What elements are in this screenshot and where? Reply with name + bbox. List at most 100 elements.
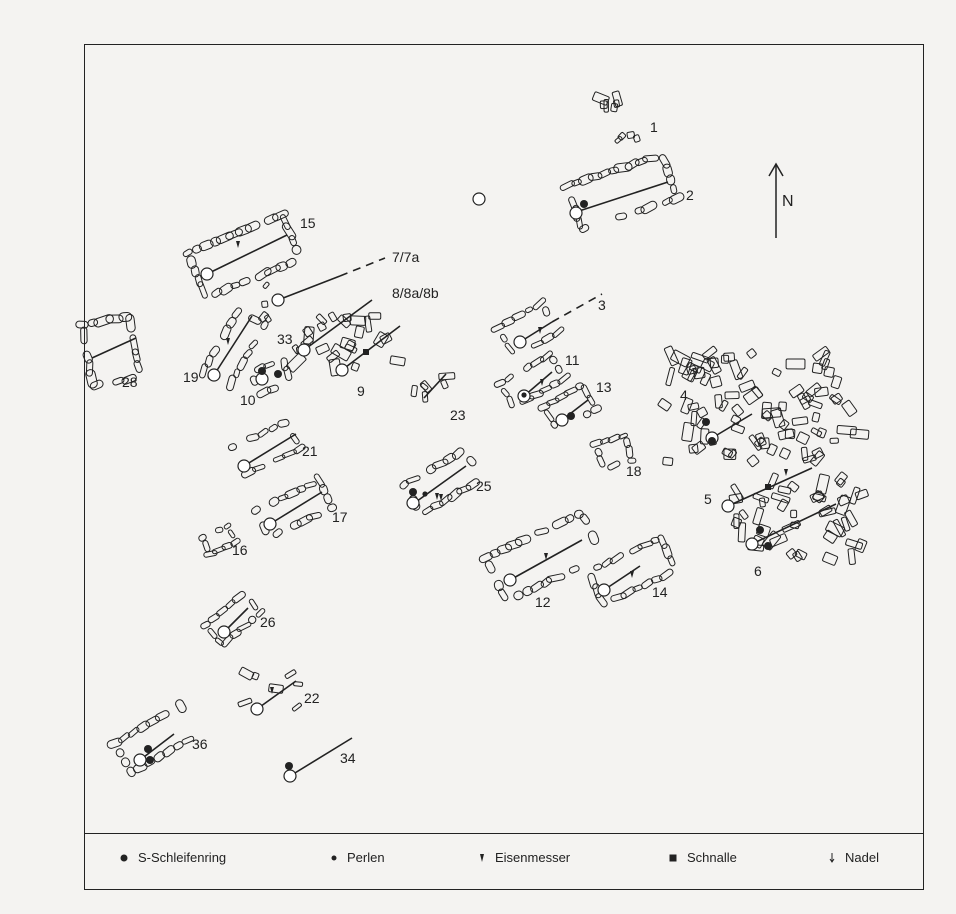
stone [501, 316, 516, 327]
stone [506, 395, 515, 409]
stone [272, 528, 283, 539]
stone [219, 324, 232, 341]
stone [724, 391, 740, 400]
s-ring-find [409, 488, 417, 496]
stone [678, 357, 693, 376]
stone [127, 726, 140, 738]
stone [207, 613, 220, 624]
stone [305, 511, 322, 521]
stone [818, 507, 837, 518]
stone [847, 548, 856, 565]
knife-find [270, 687, 274, 694]
stone [611, 90, 623, 107]
stone [504, 342, 516, 355]
stone [197, 281, 208, 299]
stone [587, 572, 598, 590]
stone [313, 473, 326, 488]
stone [256, 386, 272, 399]
stone [836, 478, 846, 488]
stone [841, 399, 858, 417]
grave-label-18: 19 [183, 369, 199, 385]
stone [771, 367, 782, 377]
stone [640, 200, 658, 215]
stone [389, 355, 406, 367]
grave-axis [751, 503, 837, 545]
stone [634, 156, 648, 167]
stone [105, 314, 124, 324]
stone [350, 362, 360, 372]
stone [549, 355, 558, 365]
s-ring-find [258, 367, 266, 375]
grave-axis [423, 373, 447, 399]
stone [690, 410, 698, 427]
stone [545, 573, 566, 583]
stone [790, 509, 798, 519]
grave-label-3: 4 [680, 387, 688, 403]
stone [854, 488, 869, 501]
stone [690, 352, 710, 364]
north-arrow: N [768, 162, 794, 238]
stone [272, 209, 289, 222]
stone [420, 382, 429, 391]
stone-ring [251, 473, 338, 539]
stone [194, 274, 204, 288]
stone [800, 446, 809, 461]
stone-cluster [237, 666, 304, 712]
stone-cluster [591, 90, 623, 113]
stone [291, 702, 302, 712]
stone [234, 224, 252, 237]
stone [438, 372, 456, 381]
stone [582, 410, 592, 419]
stone [289, 519, 302, 530]
grave-label-24: 28 [122, 374, 138, 390]
stone [696, 406, 708, 418]
legend-divider [84, 833, 924, 834]
stone [751, 385, 764, 399]
stone [805, 382, 822, 398]
grave-label-26: 34 [340, 750, 356, 766]
stone [624, 158, 640, 171]
stone [277, 418, 290, 428]
stone [302, 326, 314, 338]
stone-settings [75, 90, 870, 778]
stone [221, 541, 233, 551]
skull-marker [745, 537, 759, 551]
stone [210, 236, 221, 247]
legend-item-nadel: Nadel [829, 850, 879, 865]
bead-find [422, 491, 428, 497]
legend-label: Perlen [347, 850, 385, 865]
stone [829, 394, 842, 405]
stone [368, 312, 382, 320]
stone [730, 516, 742, 529]
stone [670, 349, 691, 368]
skull-marker [297, 343, 311, 357]
stone [198, 533, 207, 542]
stone [811, 362, 824, 374]
grave-label-7: 8/8a/8b [392, 285, 439, 301]
grave-axis [206, 234, 288, 275]
grave-axis [303, 299, 373, 351]
stone [221, 634, 234, 648]
stone [466, 455, 477, 467]
stone [263, 213, 279, 225]
stone [264, 264, 281, 277]
stone [126, 766, 136, 778]
stone [490, 322, 506, 333]
stone [777, 485, 792, 495]
stone [770, 492, 791, 504]
stone [557, 372, 571, 385]
stone [214, 526, 224, 534]
stone [173, 741, 184, 751]
stone [237, 697, 253, 708]
stone [537, 402, 551, 412]
stone [538, 385, 553, 394]
stone [607, 460, 621, 471]
stone [746, 348, 757, 359]
grave-label-17: 18 [626, 463, 642, 479]
stone [844, 509, 858, 528]
grave-axis [213, 315, 253, 376]
stone [603, 99, 609, 113]
skull-marker [513, 335, 527, 349]
stone [511, 310, 526, 322]
stone [662, 163, 673, 178]
